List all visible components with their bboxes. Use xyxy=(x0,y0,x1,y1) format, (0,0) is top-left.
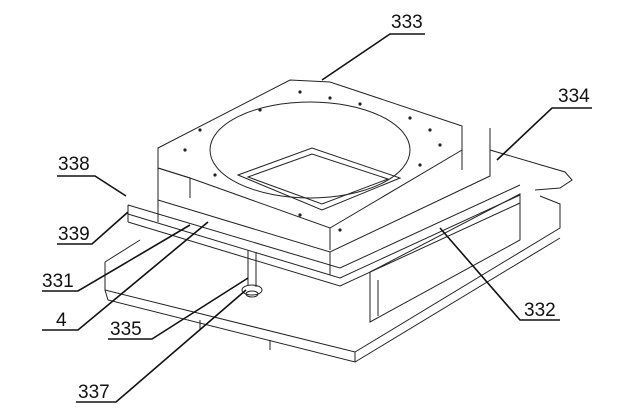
label-4: 4 xyxy=(56,310,67,331)
right-bracket xyxy=(369,149,573,323)
housing xyxy=(157,128,491,275)
leader-333 xyxy=(321,33,425,81)
leader-331 xyxy=(42,224,191,292)
leader-332 xyxy=(439,227,560,321)
front-rail xyxy=(127,184,521,287)
top-plate xyxy=(157,79,463,250)
leader-339 xyxy=(57,211,129,245)
leader-337 xyxy=(76,289,247,403)
label-334: 334 xyxy=(558,86,590,107)
label-335: 335 xyxy=(110,319,142,340)
label-338: 338 xyxy=(58,154,90,175)
reference-labels: 333 334 338 339 331 4 335 337 332 xyxy=(42,12,590,403)
leader-338 xyxy=(57,175,127,197)
label-337: 337 xyxy=(78,382,110,403)
leader-334 xyxy=(496,107,592,161)
label-333: 333 xyxy=(391,12,423,33)
leader-335 xyxy=(108,277,249,340)
label-332: 332 xyxy=(524,300,556,321)
leader-lines xyxy=(42,33,592,403)
leader-4 xyxy=(42,221,209,331)
shaft xyxy=(241,250,263,298)
label-331: 331 xyxy=(42,271,74,292)
label-339: 339 xyxy=(58,224,90,245)
base-plate xyxy=(104,195,561,363)
